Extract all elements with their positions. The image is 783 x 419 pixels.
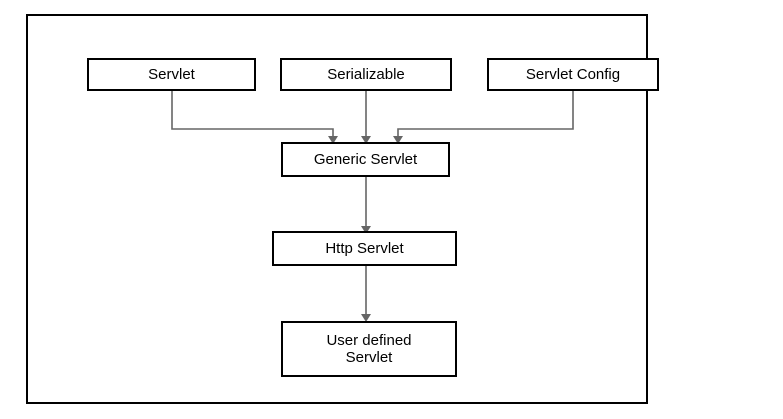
servlet-to-generic-servlet-arrowhead: [328, 136, 338, 144]
servlet-config-node: Servlet Config: [487, 58, 659, 91]
servlet-config-to-generic-servlet-arrowhead: [393, 136, 403, 144]
servlet-node: Servlet: [87, 58, 256, 91]
generic-servlet-to-http-servlet-arrowhead: [361, 226, 371, 234]
http-servlet-to-user-defined-servlet-arrowhead: [361, 314, 371, 322]
servlet-config-to-generic-servlet-connector: [397, 90, 574, 141]
serializable-node: Serializable: [280, 58, 452, 91]
user-defined-servlet-node: User defined Servlet: [281, 321, 457, 377]
generic-servlet-node: Generic Servlet: [281, 142, 450, 177]
servlet-to-generic-servlet-connector: [171, 90, 334, 141]
serializable-to-generic-servlet-arrowhead: [361, 136, 371, 144]
http-servlet-node: Http Servlet: [272, 231, 457, 266]
